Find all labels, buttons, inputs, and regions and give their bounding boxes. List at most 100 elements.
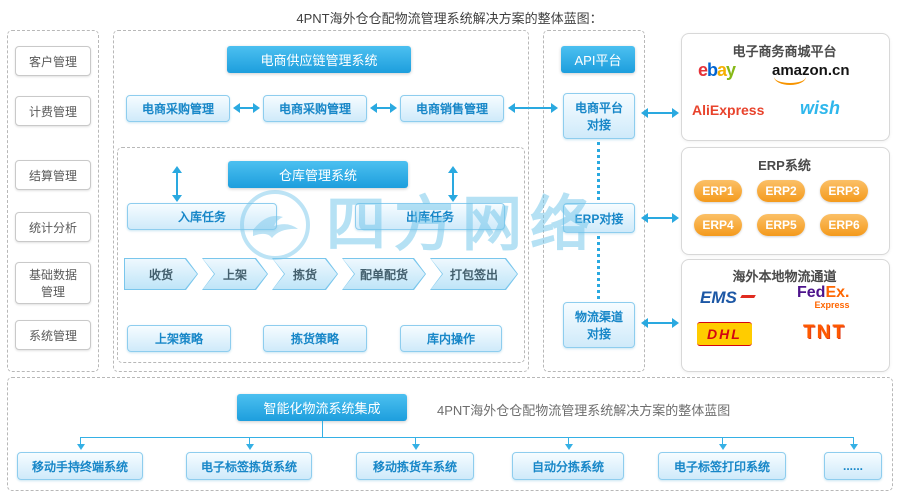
ems-swoosh-icon — [739, 295, 756, 298]
double-arrow-horizontal-icon — [641, 108, 679, 118]
supply-chain-title: 电商供应链管理系统 — [227, 46, 411, 73]
ems-label: EMS — [700, 288, 737, 307]
integration-title-box: 智能化物流系统集成 — [237, 394, 407, 421]
mall-panel — [681, 33, 890, 141]
down-arrow-icon — [850, 444, 858, 450]
left-menu-item: 系统管理 — [15, 320, 91, 350]
erp-pill-label: ERP4 — [702, 218, 734, 232]
left-menu-item: 基础数据管理 — [15, 262, 91, 304]
left-menu-item: 计费管理 — [15, 96, 91, 126]
api-platform-box: API平台 — [561, 46, 635, 73]
bottom-system-label: 自动分拣系统 — [531, 459, 604, 474]
flow-step: 拣货 — [272, 258, 338, 290]
connector-line — [80, 437, 853, 438]
bottom-system-box: ...... — [824, 452, 882, 480]
flow-step-label: 上架 — [222, 267, 247, 282]
ems-logo: EMS — [700, 288, 756, 308]
ebay-letter: b — [707, 60, 718, 80]
bottom-system-label: ...... — [842, 459, 863, 473]
module-label: 电商采购管理 — [141, 102, 214, 116]
dhl-label: DHL — [707, 326, 742, 342]
erp-pill-label: ERP6 — [828, 218, 860, 232]
supply-chain-panel — [113, 30, 529, 372]
bottom-system-box: 电子标签拣货系统 — [186, 452, 312, 480]
tnt-label: TNT — [803, 322, 846, 343]
erp-pill: ERP4 — [694, 214, 742, 236]
flow-step: 收货 — [124, 258, 198, 290]
fedex-express: Express — [814, 300, 850, 310]
fedex-fed: Fed — [797, 284, 826, 301]
module-box: 电商采购管理 — [126, 95, 230, 122]
ebay-logo: ebay — [698, 60, 736, 81]
down-arrow-icon — [565, 444, 573, 450]
left-menu-item: 客户管理 — [15, 46, 91, 76]
ebay-letter: e — [698, 60, 708, 80]
inbound-task-label: 入库任务 — [177, 210, 226, 224]
left-menu-item-label: 基础数据管理 — [29, 268, 78, 299]
connector-line — [249, 437, 250, 445]
dhl-logo: DHL — [697, 322, 752, 346]
amazon-logo: amazon.cn — [772, 62, 850, 85]
bottom-caption: 4PNT海外仓仓配物流管理系统解决方案的整体蓝图 — [437, 403, 731, 418]
flow-step: 配单配货 — [342, 258, 426, 290]
outbound-task-label: 出库任务 — [405, 210, 454, 224]
integration-title-label: 智能化物流系统集成 — [263, 401, 381, 416]
left-menu-item-label: 客户管理 — [28, 54, 77, 69]
erp-pill-label: ERP2 — [765, 184, 797, 198]
tnt-logo: TNT — [803, 322, 846, 344]
left-menu-item-label: 系统管理 — [28, 328, 77, 343]
left-menu-item: 结算管理 — [15, 160, 91, 190]
bottom-system-label: 移动拣货车系统 — [372, 459, 457, 474]
dotted-connector — [597, 142, 600, 200]
strategy-label: 库内操作 — [426, 332, 475, 346]
double-arrow-horizontal-icon — [641, 213, 679, 223]
connector-line — [568, 437, 569, 445]
left-menu-item-label: 计费管理 — [28, 104, 77, 119]
ecommerce-link-label: 电商平台对接 — [574, 101, 623, 132]
double-arrow-vertical-icon — [172, 166, 182, 202]
strategy-label: 上架策略 — [154, 332, 203, 346]
api-panel — [543, 30, 645, 372]
module-box: 电商销售管理 — [400, 95, 504, 122]
erp-pill-label: ERP3 — [828, 184, 860, 198]
amazon-label: amazon.cn — [772, 62, 850, 79]
module-label: 电商销售管理 — [415, 102, 488, 116]
logistics-panel-title: 海外本地物流通道 — [732, 269, 837, 284]
connector-line — [80, 437, 81, 445]
double-arrow-horizontal-icon — [233, 103, 260, 113]
amazon-smile-icon — [774, 77, 806, 85]
warehouse-title: 仓库管理系统 — [228, 161, 408, 188]
connector-line — [415, 437, 416, 445]
wish-logo: wish — [800, 98, 840, 119]
strategy-label: 拣货策略 — [290, 332, 339, 346]
supply-chain-title-label: 电商供应链管理系统 — [260, 53, 378, 68]
fedex-logo: FedEx.Express — [797, 284, 849, 310]
bottom-system-label: 电子标签打印系统 — [673, 459, 770, 474]
wish-label: wish — [800, 98, 841, 118]
aliexpress-label: AliExpress — [692, 102, 765, 118]
ebay-letter: a — [717, 60, 727, 80]
down-arrow-icon — [246, 444, 254, 450]
flow-step-label: 配单配货 — [359, 267, 408, 282]
module-box: 电商采购管理 — [263, 95, 367, 122]
erp-pill: ERP1 — [694, 180, 742, 202]
erp-link-label: ERP对接 — [574, 211, 624, 226]
strategy-box: 拣货策略 — [263, 325, 367, 352]
double-arrow-vertical-icon — [448, 166, 458, 202]
bottom-system-label: 电子标签拣货系统 — [200, 459, 297, 474]
connector-line — [722, 437, 723, 445]
inbound-task-box: 入库任务 — [127, 203, 277, 230]
ecommerce-link-box: 电商平台对接 — [563, 93, 635, 139]
double-arrow-horizontal-icon — [641, 318, 679, 328]
aliexpress-logo: AliExpress — [692, 102, 764, 118]
erp-link-box: ERP对接 — [563, 203, 635, 233]
outbound-task-box: 出库任务 — [355, 203, 505, 230]
erp-pill: ERP3 — [820, 180, 868, 202]
strategy-box: 上架策略 — [127, 325, 231, 352]
erp-panel-title: ERP系统 — [758, 158, 811, 173]
bottom-system-box: 移动手持终端系统 — [17, 452, 143, 480]
left-menu-item: 统计分析 — [15, 212, 91, 242]
bottom-system-box: 移动拣货车系统 — [356, 452, 474, 480]
double-arrow-horizontal-icon — [508, 103, 558, 113]
